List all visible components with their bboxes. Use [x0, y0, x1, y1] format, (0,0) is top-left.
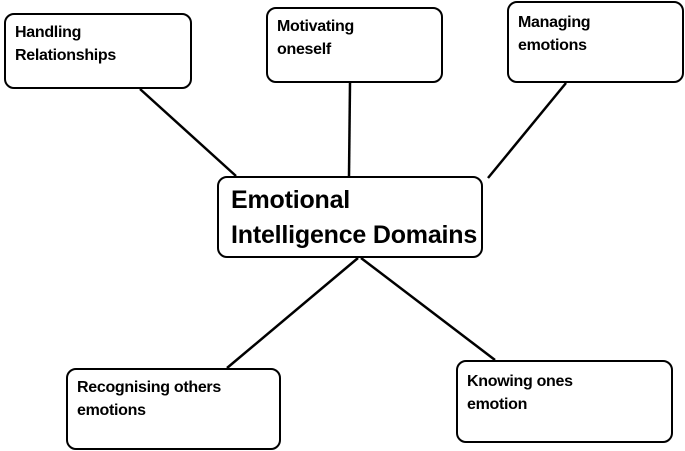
node-label-line: emotions: [518, 37, 587, 54]
node-knowing-ones-emotion: Knowing ones emotion: [456, 360, 673, 443]
connector-knowing-ones-emotion: [360, 257, 496, 361]
node-label-line: Managing: [518, 14, 591, 31]
node-label-line: oneself: [277, 41, 331, 58]
node-emotional-intelligence-domains: Emotional Intelligence Domains: [217, 176, 483, 258]
connector-motivating-oneself: [347, 82, 352, 177]
connector-managing-emotions: [487, 82, 567, 179]
node-label-line: Recognising others: [77, 379, 221, 396]
node-label-line: Motivating: [277, 18, 354, 35]
node-label-line: Relationships: [15, 47, 117, 64]
node-recognising-others-emotions: Recognising others emotions: [66, 368, 281, 450]
connector-handling-relationships: [139, 88, 237, 177]
node-label-line: Handling: [15, 24, 82, 41]
node-managing-emotions: Managing emotions: [507, 1, 684, 83]
node-motivating-oneself: Motivating oneself: [266, 7, 443, 83]
center-label-line: Intelligence Domains: [231, 221, 478, 249]
center-label-line: Emotional: [231, 186, 351, 214]
node-handling-relationships: Handling Relationships: [4, 13, 192, 89]
node-label-line: emotions: [77, 402, 146, 419]
node-label-line: emotion: [467, 396, 528, 413]
connector-recognising-others-emotions: [226, 257, 359, 369]
node-label-line: Knowing ones: [467, 373, 573, 390]
